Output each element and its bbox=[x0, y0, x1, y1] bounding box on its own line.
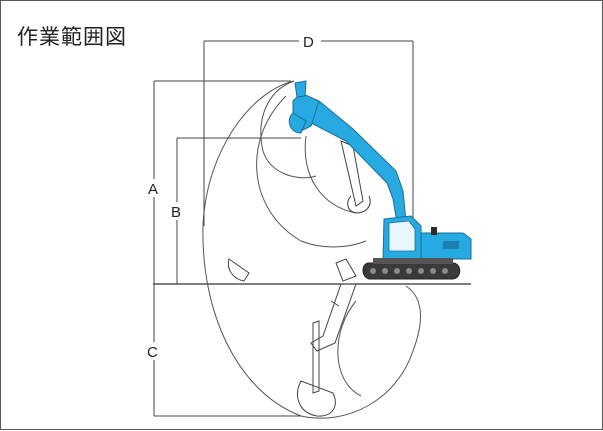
dimension-b bbox=[176, 137, 301, 284]
inner-arc-1 bbox=[260, 80, 317, 179]
max-reach-envelope bbox=[202, 80, 421, 419]
excavator bbox=[288, 80, 472, 280]
inner-arc-2 bbox=[304, 135, 357, 214]
label-b: B bbox=[171, 204, 181, 221]
dimension-d bbox=[203, 40, 414, 226]
excavator-bucket bbox=[288, 112, 307, 134]
label-d: D bbox=[303, 34, 314, 51]
label-a: A bbox=[148, 181, 158, 198]
excavator-boom bbox=[300, 100, 407, 224]
diagram-title: 作業範囲図 bbox=[17, 25, 127, 49]
inner-arc-3 bbox=[256, 95, 367, 248]
dimension-a bbox=[153, 80, 291, 284]
dimension-c bbox=[153, 284, 301, 417]
ghost-arm-positions bbox=[227, 140, 371, 417]
inner-arc-4 bbox=[337, 300, 362, 397]
label-c: C bbox=[147, 344, 158, 361]
